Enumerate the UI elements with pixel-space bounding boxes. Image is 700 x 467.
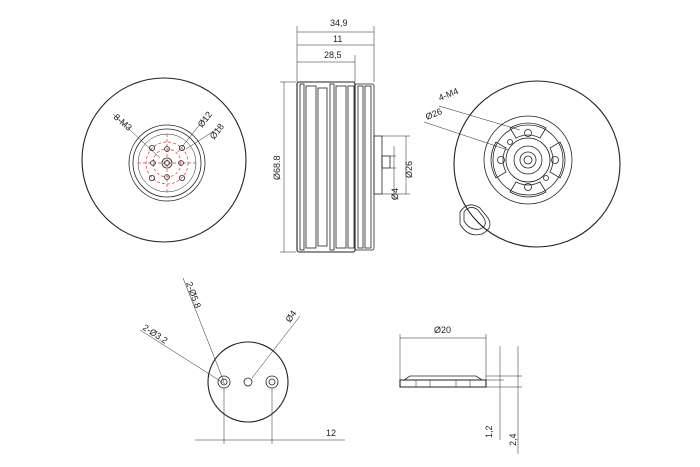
overall-length-label: 34,9 xyxy=(330,18,348,28)
hub-diameter-label: Ø26 xyxy=(404,161,414,178)
adapter-spacing-label: 12 xyxy=(326,428,336,438)
flange-thin-label: 1,2 xyxy=(484,425,494,438)
shaft xyxy=(381,155,391,169)
rear-view: 4-M4 Ø26 xyxy=(423,80,621,248)
body-length-label: 28,5 xyxy=(324,50,342,60)
flange-body xyxy=(399,379,487,388)
shaft-length-label: 11 xyxy=(333,34,342,44)
flange-thick-label: 2,4 xyxy=(508,433,518,446)
adapter-hole-right xyxy=(265,375,279,389)
front-pcd-small-label: Ø12 xyxy=(196,110,214,130)
flange-view: Ø20 1,2 2,4 xyxy=(399,325,522,454)
front-center-hole xyxy=(161,157,173,169)
front-hub-ring xyxy=(137,133,197,193)
side-view: 34,9 11 28,5 Ø68.8 Ø26 Ø4 xyxy=(272,18,414,253)
rear-pcd-label: Ø26 xyxy=(424,106,444,122)
front-hub-inner xyxy=(132,128,202,198)
adapter-center-hole xyxy=(243,377,253,387)
hub xyxy=(373,135,383,195)
rear-outer-circle xyxy=(453,80,621,248)
front-hub-outer xyxy=(128,124,206,202)
adapter-center-hole-label: Ø4 xyxy=(283,309,298,325)
adapter-outer xyxy=(207,341,289,423)
cable-exit xyxy=(459,204,491,236)
front-view: 8-M3 Ø12 Ø18 xyxy=(81,77,247,243)
flange-diameter-label: Ø20 xyxy=(434,325,451,335)
front-pcd-large-label: Ø18 xyxy=(208,122,226,142)
outer-diameter-label: Ø68.8 xyxy=(272,155,282,180)
front-outer-circle xyxy=(81,77,247,243)
rear-screws-label: 4-M4 xyxy=(437,86,460,103)
adapter-holes-small-label: 2-Ø3.2 xyxy=(141,322,170,345)
front-screws-label: 8-M3 xyxy=(112,112,134,133)
adapter-view: 2-Ø5.8 2-Ø3.2 Ø4 12 xyxy=(139,277,345,444)
adapter-holes-large-label: 2-Ø5.8 xyxy=(184,280,203,309)
shaft-diameter-label: Ø4 xyxy=(390,188,400,200)
front-pcd-18 xyxy=(145,141,189,185)
front-pcd-12 xyxy=(152,148,182,178)
